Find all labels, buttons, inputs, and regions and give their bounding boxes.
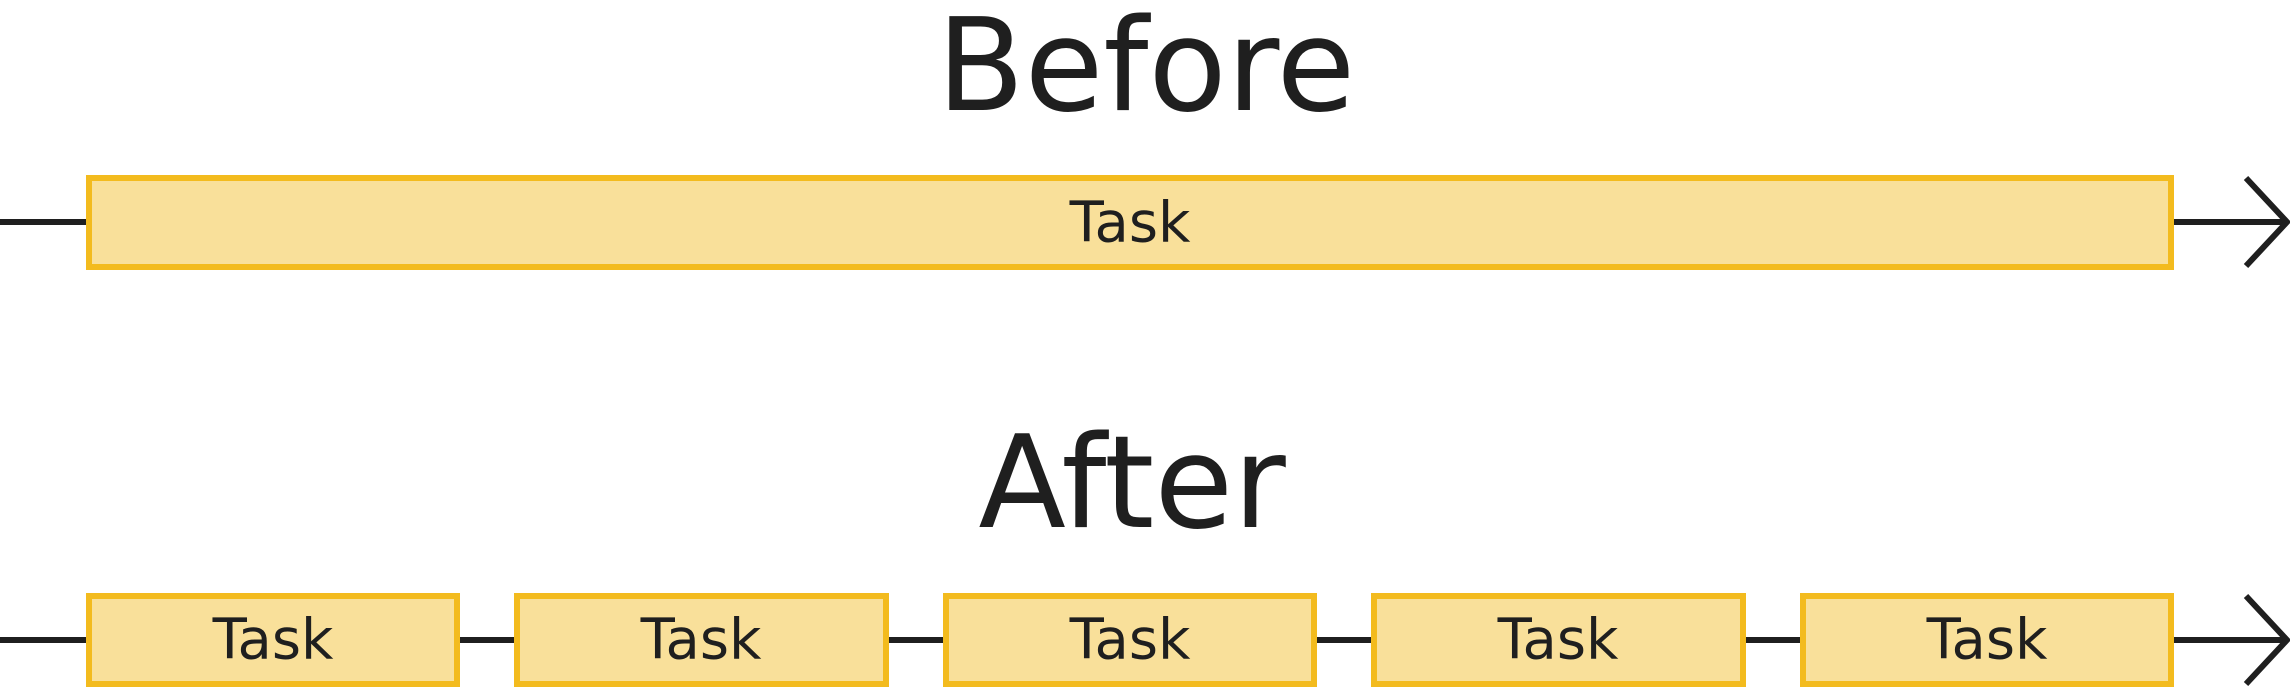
after-task-rect bbox=[1371, 593, 1746, 687]
before-title: Before bbox=[937, 0, 1356, 141]
after-task-rect bbox=[514, 593, 889, 687]
before-task-block: Task bbox=[86, 175, 2174, 270]
before-task-label: Task bbox=[1069, 191, 1191, 256]
after-task-row: Task Task Task Task Task bbox=[86, 593, 2174, 687]
after-task-rect bbox=[943, 593, 1317, 687]
after-timeline-arrowhead bbox=[2243, 593, 2290, 687]
after-task-rect bbox=[86, 593, 460, 687]
after-task-block-5: Task bbox=[1800, 593, 2174, 687]
before-section: Before Task bbox=[0, 0, 2290, 270]
before-timeline-arrowhead bbox=[2243, 175, 2290, 269]
after-title: After bbox=[978, 409, 1286, 558]
after-task-label: Task bbox=[1497, 608, 1619, 673]
after-task-rect bbox=[1800, 593, 2174, 687]
before-task-row: Task bbox=[86, 175, 2174, 270]
after-task-block-4: Task bbox=[1371, 593, 1746, 687]
before-task-rect bbox=[86, 175, 2174, 270]
after-section: After Task Task Task Task bbox=[0, 409, 2290, 687]
after-task-block-3: Task bbox=[943, 593, 1317, 687]
after-task-label: Task bbox=[212, 608, 334, 673]
after-task-block-1: Task bbox=[86, 593, 460, 687]
after-task-label: Task bbox=[640, 608, 762, 673]
after-task-block-2: Task bbox=[514, 593, 889, 687]
after-task-label: Task bbox=[1926, 608, 2048, 673]
after-task-label: Task bbox=[1069, 608, 1191, 673]
